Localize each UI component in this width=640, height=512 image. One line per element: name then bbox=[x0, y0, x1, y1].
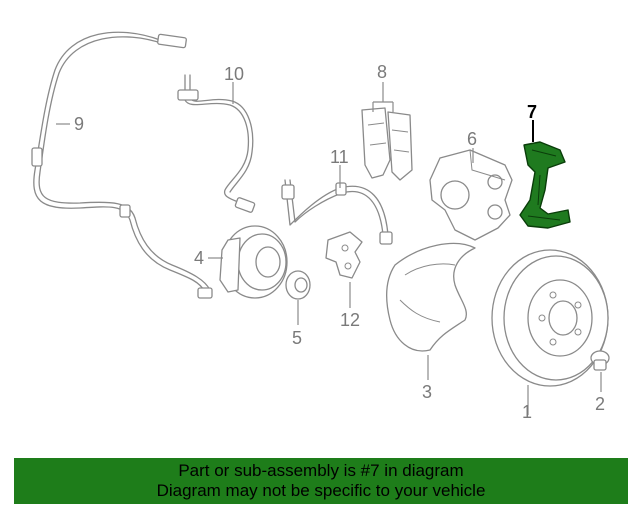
callout-12: 12 bbox=[340, 310, 360, 330]
dust-shield[interactable] bbox=[386, 242, 476, 352]
callout-7: 7 bbox=[527, 102, 537, 122]
callout-6: 6 bbox=[467, 129, 477, 149]
brake-caliper[interactable] bbox=[429, 149, 513, 241]
callout-1: 1 bbox=[522, 402, 532, 422]
callout-labels: 1 2 3 4 5 6 7 8 9 10 11 12 bbox=[74, 62, 605, 422]
parts-diagram: 1 2 3 4 5 6 7 8 9 10 11 12 bbox=[31, 31, 610, 422]
callout-9: 9 bbox=[74, 114, 84, 134]
brake-rotor[interactable] bbox=[491, 249, 609, 387]
callout-11: 11 bbox=[330, 147, 349, 167]
info-banner: Part or sub-assembly is #7 in diagram Di… bbox=[14, 458, 628, 504]
hub-nut[interactable] bbox=[285, 270, 311, 300]
banner-line-1: Part or sub-assembly is #7 in diagram bbox=[178, 461, 464, 480]
callout-5: 5 bbox=[292, 328, 302, 348]
abs-sensor-cable[interactable] bbox=[31, 31, 213, 299]
callout-2: 2 bbox=[595, 394, 605, 414]
hose-bracket[interactable] bbox=[325, 231, 363, 279]
leader-lines bbox=[56, 82, 602, 415]
callout-8: 8 bbox=[377, 62, 387, 82]
brake-pads[interactable] bbox=[361, 107, 413, 181]
rotor-bolt[interactable] bbox=[590, 350, 610, 371]
callout-3: 3 bbox=[422, 382, 432, 402]
callout-4: 4 bbox=[194, 248, 204, 268]
caliper-carrier-highlighted[interactable] bbox=[519, 141, 571, 229]
wheel-hub[interactable] bbox=[219, 225, 288, 299]
brake-wear-sensor[interactable] bbox=[177, 74, 256, 213]
brake-hose[interactable] bbox=[281, 179, 393, 245]
banner-line-2: Diagram may not be specific to your vehi… bbox=[156, 481, 486, 500]
callout-10: 10 bbox=[224, 64, 244, 84]
